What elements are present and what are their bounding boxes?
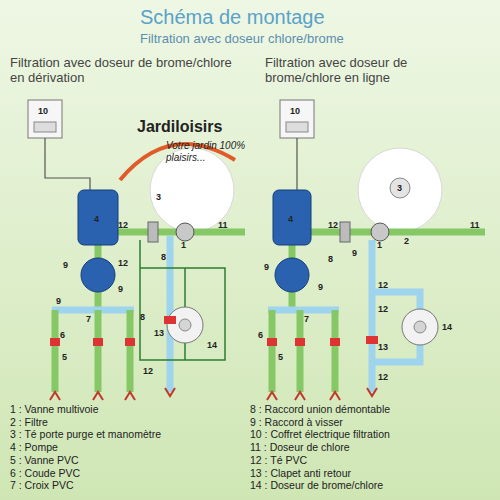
callout-number: 14 (207, 340, 217, 350)
doser (402, 309, 438, 345)
callout-number: 3 (397, 183, 402, 193)
pump-body (81, 258, 115, 292)
callout-number: 6 (60, 330, 65, 340)
callout-number: 11 (470, 220, 480, 230)
pipe (272, 310, 335, 392)
panel-heading: Filtration avec doseur de brome/chlore e… (10, 56, 240, 86)
callout-number: 12 (328, 220, 338, 230)
power-cable (45, 138, 90, 190)
callout-number: 9 (318, 282, 323, 292)
callout-number: 1 (181, 240, 186, 250)
doser (167, 307, 203, 343)
callout-number: 9 (63, 260, 68, 270)
callout-number: 4 (288, 214, 293, 224)
key-item: 8 : Raccord union démontable (250, 403, 495, 415)
key-item: 10 : Coffret électrique filtration (250, 428, 495, 440)
pvc-valve (93, 338, 103, 346)
callout-number: 10 (290, 106, 300, 116)
callout-number: 12 (378, 372, 388, 382)
key-item: 13 : Clapet anti retour (250, 467, 495, 479)
callout-number: 7 (86, 314, 91, 324)
key-item: 1 : Vanne multivoie (10, 403, 245, 415)
callout-number: 5 (62, 352, 67, 362)
key-item: 9 : Raccord à visser (250, 416, 495, 428)
callout-number: 2 (404, 236, 409, 246)
callout-number: 12 (118, 220, 128, 230)
check-valve (164, 316, 176, 324)
multiport-valve (371, 223, 389, 241)
callout-number: 9 (56, 296, 61, 306)
callout-number: 12 (143, 366, 153, 376)
filter-top (358, 148, 442, 232)
dosing-hose (140, 240, 225, 360)
doser-cap (414, 321, 426, 333)
callout-number: 9 (264, 262, 269, 272)
key-item: 2 : Filtre (10, 416, 245, 428)
callout-number: 10 (38, 106, 48, 116)
doser-cap (179, 319, 191, 331)
panel-heading: Filtration avec doseur de brome/chlore e… (265, 56, 455, 86)
callout-number: 14 (442, 322, 452, 332)
power-cable (296, 138, 297, 190)
key-item: 7 : Croix PVC (10, 479, 245, 491)
key-item: 3 : Té porte purge et manomètre (10, 428, 245, 440)
callout-number: 13 (154, 328, 164, 338)
callout-number: 1 (377, 240, 382, 250)
callout-number: 12 (118, 258, 128, 268)
pipe (52, 307, 134, 314)
key-item: 6 : Coude PVC (10, 467, 245, 479)
flow-arrow (267, 388, 377, 400)
callout-number: 5 (278, 352, 283, 362)
callout-number: 9 (118, 284, 123, 294)
callout-number: 9 (352, 248, 357, 258)
electric-box-panel (286, 122, 308, 132)
tee-fitting (340, 222, 350, 242)
electric-box (28, 100, 62, 138)
callout-number: 4 (94, 214, 99, 224)
pvc-valve (295, 338, 305, 346)
callout-number: 3 (156, 192, 161, 202)
diagram-title: Schéma de montage (140, 6, 325, 29)
check-valve (366, 336, 378, 344)
key-item: 12 : Té PVC (250, 454, 495, 466)
pump-motor (273, 190, 311, 245)
electric-box-panel (34, 122, 56, 132)
callout-number: 12 (378, 280, 388, 290)
pvc-valve (267, 338, 277, 346)
key-item: 5 : Vanne PVC (10, 454, 245, 466)
multiport-valve (176, 223, 194, 241)
tee-fitting (148, 222, 158, 242)
callout-number: 8 (161, 252, 166, 262)
watermark: Jardiloisirs (137, 118, 222, 136)
callout-number: 8 (140, 312, 145, 322)
pump-body (275, 258, 309, 292)
electric-box (280, 100, 314, 138)
callout-number: 13 (378, 342, 388, 352)
watermark: Votre jardin 100% plaisirs... (166, 140, 276, 163)
pvc-valve (330, 338, 340, 346)
callout-number: 7 (304, 314, 309, 324)
key-item: 11 : Doseur de chlore (250, 441, 495, 453)
callout-number: 8 (328, 254, 333, 264)
pipe (55, 310, 130, 392)
callout-number: 11 (218, 220, 228, 230)
callout-number: 12 (378, 304, 388, 314)
key-item: 4 : Pompe (10, 441, 245, 453)
flow-arrow (50, 388, 175, 400)
subtitle: Filtration avec doseur chlore/brome (140, 32, 344, 47)
filter-lid (390, 178, 410, 198)
callout-number: 6 (258, 330, 263, 340)
key-item: 14 : Doseur de brome/chlore (250, 479, 495, 491)
pvc-valve (50, 338, 60, 346)
pump-motor (78, 190, 118, 245)
pvc-valve (125, 338, 135, 346)
